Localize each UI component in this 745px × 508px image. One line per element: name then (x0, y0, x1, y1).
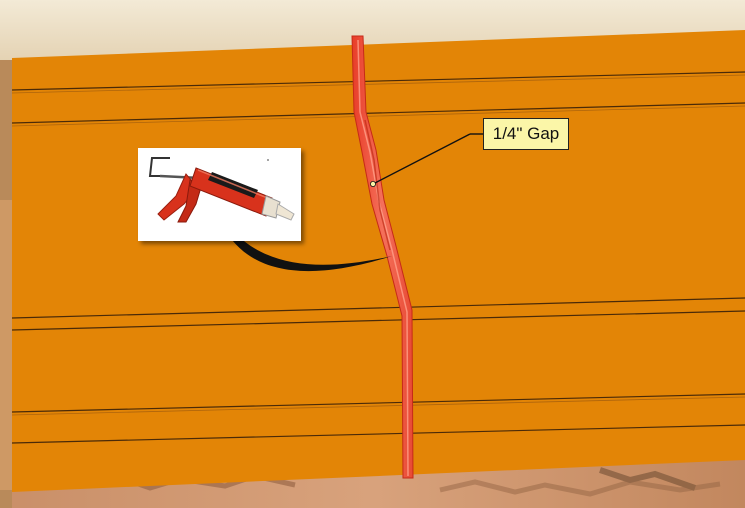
siding-lap-lines (11, 71, 745, 444)
callout-anchor-dot (369, 180, 376, 187)
siding-panel (12, 30, 745, 492)
gap-callout-label: 1/4" Gap (483, 118, 569, 150)
caulk-pointer-swoosh (232, 236, 392, 272)
caulk-gun-icon (148, 157, 295, 223)
callout-leader (372, 133, 471, 185)
caulk-bead (351, 35, 414, 479)
